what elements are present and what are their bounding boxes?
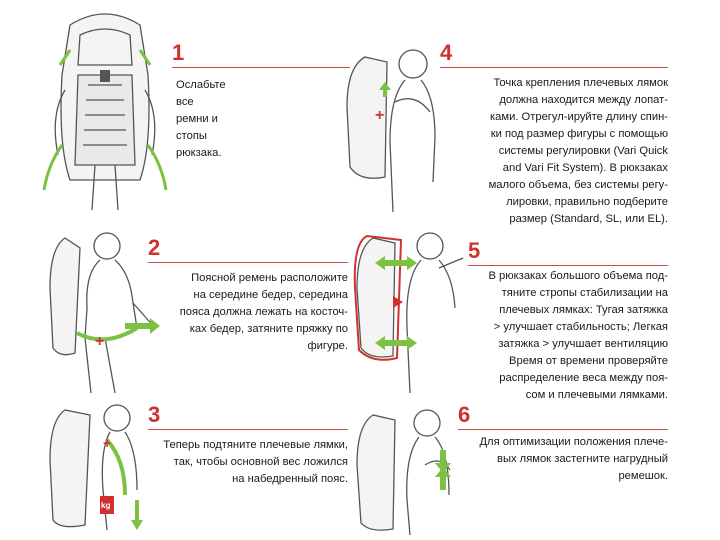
step-text: Ослабьте все ремни и стопы рюкзака.	[176, 79, 226, 159]
step-number: 5	[468, 238, 481, 263]
step-text: Теперь подтяните плечевые лямки, так, чт…	[163, 439, 348, 485]
step-number: 3	[148, 402, 161, 427]
step-divider	[468, 265, 668, 266]
sternum-strap-illustration	[356, 409, 451, 536]
step-number: 4	[440, 40, 453, 65]
step-text: Для оптимизации положения плече- вых лям…	[479, 436, 668, 482]
step-divider	[172, 67, 350, 68]
step-number: 2	[148, 235, 161, 260]
step-divider	[458, 429, 668, 430]
shoulder-straps-illustration: + kg	[49, 404, 143, 531]
load-lifters-illustration	[353, 232, 464, 394]
back-length-illustration: +	[346, 49, 436, 213]
hip-belt-illustration: +	[49, 232, 160, 394]
svg-text:+: +	[95, 333, 104, 350]
step-number: 6	[458, 402, 471, 427]
step-divider	[148, 429, 348, 430]
step-text: Точка крепления плечевых лямок должна на…	[488, 77, 668, 225]
svg-text:+: +	[103, 435, 111, 451]
backpack-back-illustration	[42, 13, 168, 211]
step-number: 1	[172, 40, 185, 65]
step-divider	[440, 67, 668, 68]
svg-text:+: +	[375, 107, 384, 124]
step-text: Поясной ремень расположите на середине б…	[179, 272, 348, 352]
step-text: В рюкзаках большого объема под- тяните с…	[488, 270, 668, 401]
step-divider	[148, 262, 348, 263]
weight-tag: kg	[101, 501, 110, 510]
